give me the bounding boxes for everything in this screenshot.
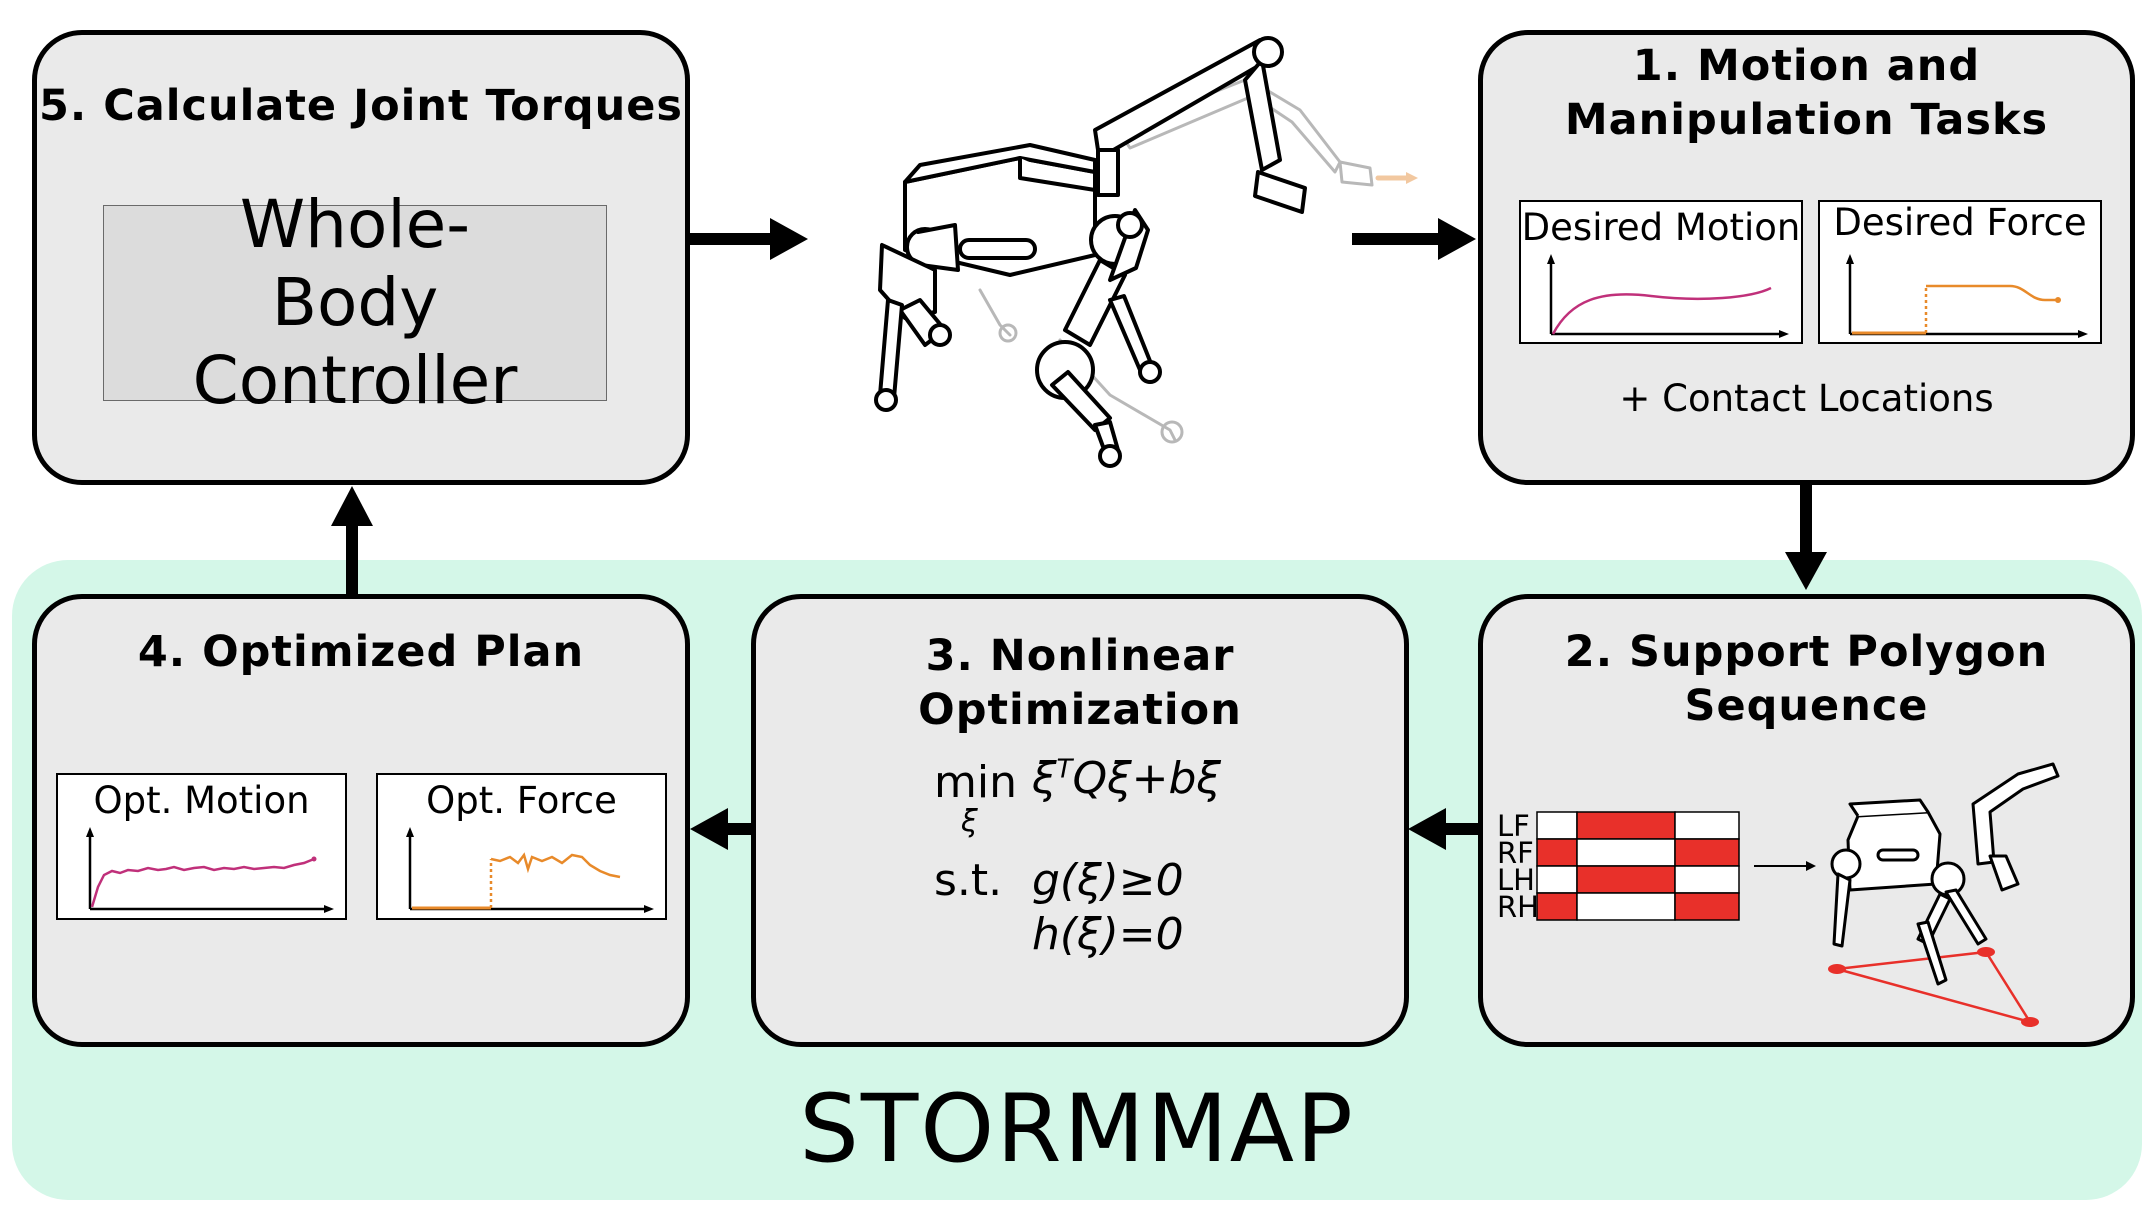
arrow-tasks-to-polygon [1785,485,1827,590]
gait-label-lh: LH [1497,863,1535,897]
opt-motion-label: Opt. Motion [93,779,310,822]
step-5-box: 5. Calculate Joint Torques Whole-Body Co… [32,30,690,485]
gait-table [1536,811,1740,921]
objective-transpose: T [1056,754,1073,785]
subject-to-label: s.t. [934,855,1003,906]
opt-motion-plot: Opt. Motion [56,773,347,920]
step-4-box: 4. Optimized Plan Opt. Motion Opt. Force [32,594,690,1047]
desired-force-label: Desired Force [1833,201,2087,244]
gait-and-polygon-graphic [1536,762,2060,1027]
whole-body-controller-box: Whole-Body Controller [103,186,607,419]
contact-locations-label: + Contact Locations [1619,377,1994,420]
support-polygon [1836,950,2033,1025]
objective-min: min [934,757,1017,808]
equality-constraint: h(ξ)=0 [1032,909,1184,960]
gait-label-rh: RH [1497,890,1539,924]
arrow-optimization-to-plan [690,808,751,850]
step-2-title-line1: 2. Support Polygon [1564,627,2049,677]
arrow-plan-to-controller [331,486,373,594]
opt-force-label: Opt. Force [426,779,617,822]
step-1-title-line1: 1. Motion and [1632,41,1981,91]
inequality-constraint: g(ξ)≥0 [1032,855,1184,906]
desired-force-plot: Desired Force [1818,200,2102,344]
objective-function: ξTQξ+bξ [1032,753,1221,804]
step-3-title: 3. Nonlinear Optimization [918,631,1242,735]
step-3-box: 3. Nonlinear Optimization min ξ ξTQξ+bξ … [751,594,1409,1047]
step-4-title: 4. Optimized Plan [137,627,585,677]
objective-var: ξ [1032,753,1057,804]
gait-label-rf: RF [1497,836,1534,870]
desired-motion-chart [1547,254,1789,338]
stormmap-label: STORMMAP [799,1075,1355,1184]
objective-rest: Qξ+bξ [1072,753,1221,804]
opt-motion-chart [86,827,334,913]
legged-manipulator-robot-icon [874,36,1418,468]
controller-label: Whole-Body Controller [192,186,518,419]
step-1-title-line2: Manipulation Tasks [1564,95,2049,145]
desired-force-chart [1846,254,2088,338]
step-2-box: 2. Support Polygon Sequence LF RF LH RH [1478,594,2135,1047]
desired-motion-label: Desired Motion [1521,206,1801,249]
gait-label-lf: LF [1497,809,1530,843]
step-5-title: 5. Calculate Joint Torques [38,81,684,131]
step-1-box: 1. Motion and Manipulation Tasks Desired… [1478,30,2135,485]
arrow-controller-to-robot [690,218,808,260]
small-robot-icon [1830,762,2060,986]
desired-motion-plot: Desired Motion [1519,200,1803,344]
objective-subscript: ξ [961,804,978,839]
opt-force-plot: Opt. Force [376,773,667,920]
opt-force-chart [406,827,654,913]
arrow-robot-to-tasks [1352,218,1476,260]
arrow-polygon-to-optimization [1408,808,1478,850]
step-2-title-line2: Sequence [1684,681,1929,731]
